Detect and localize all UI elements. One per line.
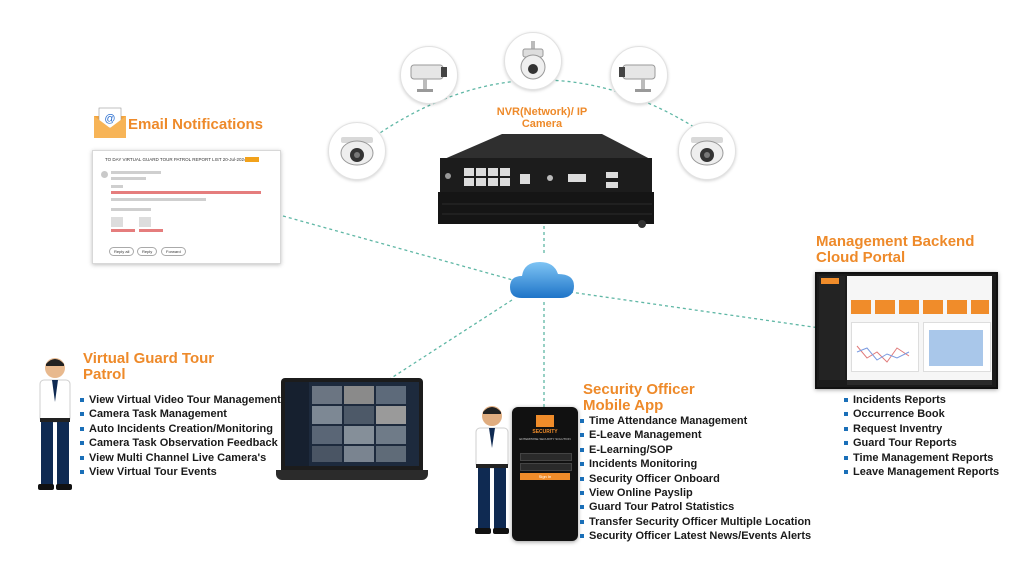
list-item: Guard Tour Patrol Statistics <box>580 500 811 514</box>
list-item: Time Management Reports <box>844 451 999 465</box>
forward-button[interactable]: Forward <box>161 247 186 256</box>
list-item: Incidents Monitoring <box>580 457 811 471</box>
list-item: View Online Payslip <box>580 486 811 500</box>
guard-tour-feature-list: View Virtual Video Tour Management Camer… <box>80 393 281 479</box>
phone-tagline: ENTERPRISE SECURITY SOLUTION <box>519 437 571 441</box>
phone: SECURITY ENTERPRISE SECURITY SOLUTION Si… <box>512 407 578 541</box>
email-tag <box>245 157 259 162</box>
ptz-camera-icon <box>504 32 562 90</box>
list-item: View Virtual Video Tour Management <box>80 393 281 407</box>
phone-username-field[interactable] <box>520 453 572 461</box>
list-item: E-Learning/SOP <box>580 443 811 457</box>
svg-text:@: @ <box>104 113 115 125</box>
email-subject: TO DAY VIRTUAL GUARD TOUR PATROL REPORT … <box>105 157 247 162</box>
list-item: E-Leave Management <box>580 428 811 442</box>
list-item: Incidents Reports <box>844 393 999 407</box>
list-item: Camera Task Observation Feedback <box>80 436 281 450</box>
bullet-camera-icon <box>400 46 458 104</box>
email-avatar <box>101 171 108 178</box>
guard-figure-right <box>475 406 509 534</box>
list-item: View Virtual Tour Events <box>80 465 281 479</box>
phone-password-field[interactable] <box>520 463 572 471</box>
cloud-icon <box>510 262 574 298</box>
email-title: Email Notifications <box>128 116 264 133</box>
list-item: Time Attendance Management <box>580 414 811 428</box>
list-item: Request Inventry <box>844 422 999 436</box>
envelope-icon: @ <box>94 107 126 138</box>
list-item: Leave Management Reports <box>844 465 999 479</box>
list-item: Camera Task Management <box>80 407 281 421</box>
mobile-title: Security Officer Mobile App <box>583 381 695 414</box>
portal-screenshot <box>815 272 998 389</box>
phone-logo-icon <box>536 415 554 427</box>
phone-brand: SECURITY <box>532 429 558 435</box>
mobile-feature-list: Time Attendance Management E-Leave Manag… <box>580 414 811 544</box>
laptop <box>276 378 428 483</box>
management-feature-list: Incidents Reports Occurrence Book Reques… <box>844 393 999 479</box>
nvr-device <box>438 134 654 228</box>
list-item: Guard Tour Reports <box>844 436 999 450</box>
list-item: Transfer Security Officer Multiple Locat… <box>580 515 811 529</box>
sign-in-button[interactable]: Sign In <box>520 473 570 480</box>
list-item: Security Officer Onboard <box>580 472 811 486</box>
management-title: Management Backend Cloud Portal <box>816 233 975 266</box>
list-item: Occurrence Book <box>844 407 999 421</box>
guard-figure-left <box>38 358 72 490</box>
dome-camera-icon <box>328 122 386 180</box>
list-item: Auto Incidents Creation/Monitoring <box>80 422 281 436</box>
list-item: Security Officer Latest News/Events Aler… <box>580 529 811 543</box>
bullet-camera-icon <box>610 46 668 104</box>
list-item: View Multi Channel Live Camera's <box>80 451 281 465</box>
portal-mini-chart <box>856 345 910 363</box>
guard-tour-title: Virtual Guard Tour Patrol <box>83 350 215 383</box>
reply-all-button[interactable]: Reply all <box>109 247 135 256</box>
email-screenshot: TO DAY VIRTUAL GUARD TOUR PATROL REPORT … <box>92 150 281 264</box>
nvr-label: NVR(Network)/ IP Camera <box>496 106 588 130</box>
dome-camera-icon <box>678 122 736 180</box>
reply-button[interactable]: Reply <box>137 247 158 256</box>
